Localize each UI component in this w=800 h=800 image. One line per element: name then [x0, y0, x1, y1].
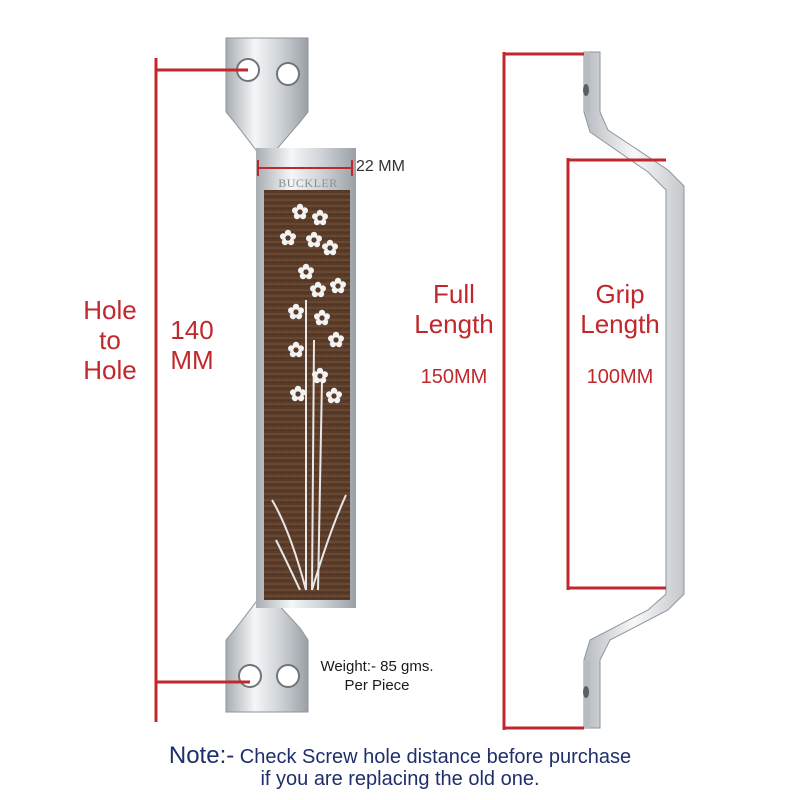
width-label: 22 MM [356, 158, 405, 175]
screw-hole-icon [583, 686, 589, 698]
weight-info: Weight:- 85 gms. Per Piece [320, 658, 434, 694]
brand-logo: BUCKLER [278, 176, 338, 190]
note-label: Note:- [168, 742, 235, 769]
screw-hole-icon [583, 84, 589, 96]
front-handle [225, 37, 356, 713]
hole-to-hole-value: 140 MM [170, 315, 214, 375]
note-line-2: if you are replacing the old one. [260, 768, 540, 790]
full-length-value: 150MM [420, 366, 488, 388]
screw-hole-icon [276, 62, 300, 86]
screw-hole-icon [276, 664, 300, 688]
grip-length-label: Grip Length [580, 279, 660, 339]
side-handle [583, 51, 685, 729]
full-length-label: Full Length [414, 279, 494, 339]
note-line-1: Note:- Check Screw hole distance before … [0, 742, 800, 770]
note-text-1: Check Screw hole distance before purchas… [239, 746, 632, 768]
grip-length-value: 100MM [586, 366, 654, 388]
screw-hole-icon [238, 664, 262, 688]
hole-to-hole-label: Hole to Hole [83, 295, 137, 385]
